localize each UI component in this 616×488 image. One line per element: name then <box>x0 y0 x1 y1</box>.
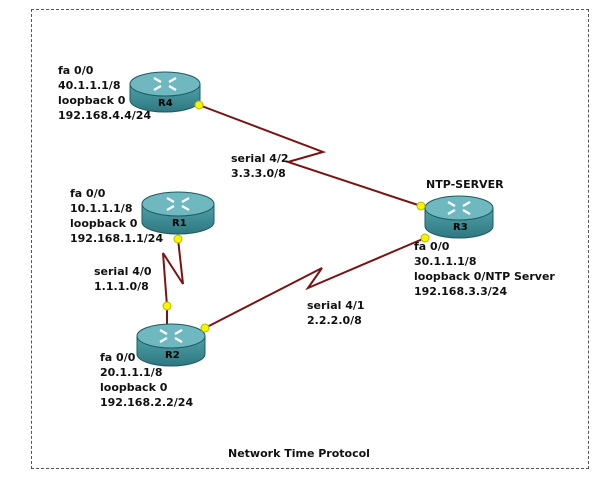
r4-ip: 40.1.1.1/8 <box>58 79 121 92</box>
link-r1-r2-iface: serial 4/0 <box>94 265 152 278</box>
r4-loopback-ip: 192.168.4.4/24 <box>58 109 152 122</box>
link-endpoint <box>200 323 210 333</box>
r4-loopback: loopback 0 <box>58 94 126 107</box>
r1-ip: 10.1.1.1/8 <box>70 202 133 215</box>
link-endpoint <box>416 201 426 211</box>
link-r1-r2-net: 1.1.1.0/8 <box>94 280 149 293</box>
router-r3-name: R3 <box>453 222 468 233</box>
ntp-server-title: NTP-SERVER <box>426 178 504 191</box>
r1-interface: fa 0/0 <box>70 187 106 200</box>
link-r4-r3-iface: serial 4/2 <box>231 152 289 165</box>
diagram-caption: Network Time Protocol <box>228 447 370 460</box>
link-endpoint <box>194 100 204 110</box>
r4-interface: fa 0/0 <box>58 64 94 77</box>
router-arrows-icon <box>166 197 190 211</box>
diagram-frame <box>31 9 589 469</box>
link-endpoint <box>173 234 183 244</box>
router-r1-name: R1 <box>172 218 187 229</box>
router-arrows-icon <box>447 201 471 215</box>
r1-loopback: loopback 0 <box>70 217 138 230</box>
r3-ip: 30.1.1.1/8 <box>414 255 477 268</box>
router-r4-name: R4 <box>158 98 173 109</box>
r2-ip: 20.1.1.1/8 <box>100 366 163 379</box>
link-r2-r3-net: 2.2.2.0/8 <box>307 314 362 327</box>
r3-interface: fa 0/0 <box>414 240 450 253</box>
r3-loopback-ip: 192.168.3.3/24 <box>414 285 508 298</box>
link-r2-r3-label: serial 4/1 2.2.2.0/8 <box>307 298 365 328</box>
link-r2-r3-iface: serial 4/1 <box>307 299 365 312</box>
router-r2[interactable]: R2 <box>136 323 206 367</box>
router-r1-info: fa 0/0 10.1.1.1/8 loopback 0 192.168.1.1… <box>70 186 163 246</box>
router-r2-name: R2 <box>165 350 180 361</box>
r1-loopback-ip: 192.168.1.1/24 <box>70 232 164 245</box>
link-r2-r3 <box>204 237 426 329</box>
link-r4-r3 <box>198 104 422 207</box>
router-r3[interactable]: R3 <box>424 195 494 239</box>
router-r4[interactable]: R4 <box>129 71 201 113</box>
r3-loopback: loopback 0/NTP Server <box>414 270 555 283</box>
link-r1-r2 <box>162 238 184 325</box>
link-endpoint <box>162 301 172 311</box>
router-arrows-icon <box>159 329 183 343</box>
router-arrows-icon <box>153 77 177 91</box>
router-r1[interactable]: R1 <box>141 191 215 235</box>
link-r1-r2-label: serial 4/0 1.1.1.0/8 <box>94 264 152 294</box>
link-endpoint <box>420 233 430 243</box>
r2-loopback: loopback 0 <box>100 381 168 394</box>
r2-loopback-ip: 192.168.2.2/24 <box>100 396 194 409</box>
router-r4-info: fa 0/0 40.1.1.1/8 loopback 0 192.168.4.4… <box>58 63 151 123</box>
link-r4-r3-label: serial 4/2 3.3.3.0/8 <box>231 151 289 181</box>
link-r4-r3-net: 3.3.3.0/8 <box>231 167 286 180</box>
r2-interface: fa 0/0 <box>100 351 136 364</box>
router-r3-info: fa 0/0 30.1.1.1/8 loopback 0/NTP Server … <box>414 239 555 299</box>
router-r2-info: fa 0/0 20.1.1.1/8 loopback 0 192.168.2.2… <box>100 350 193 410</box>
